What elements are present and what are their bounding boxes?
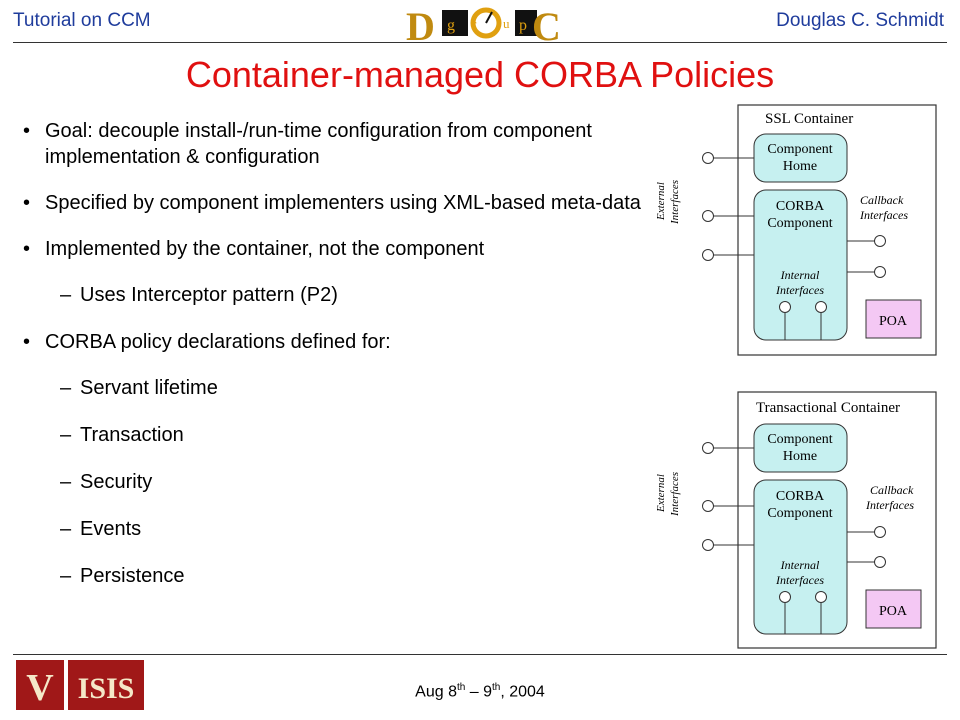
bullet-item: •Specified by component implementers usi… [23,192,641,214]
sub-bullet-text: Uses Interceptor pattern (P2) [80,284,338,306]
external-port [702,442,714,454]
sub-bullet-item: –Persistence [60,565,185,587]
container-title: Transactional Container [756,400,900,416]
callback-interfaces-label: Callback [870,483,914,497]
svg-text:Interfaces: Interfaces [775,283,824,297]
svg-text:POA: POA [879,314,908,329]
svg-text:Interfaces: Interfaces [865,498,914,512]
svg-text:External: External [655,182,667,221]
internal-port [779,301,791,313]
poa-box [865,299,922,339]
footer-rule [13,654,947,655]
svg-text:POA: POA [879,604,908,619]
svg-text:Component: Component [767,142,832,157]
external-port [702,539,714,551]
callback-port [874,266,886,278]
external-port [702,249,714,261]
svg-text:Component: Component [767,432,832,447]
sub-bullet-text: Servant lifetime [80,377,218,399]
svg-text:External: External [655,474,667,513]
bullet-item: •Implemented by the container, not the c… [23,238,485,260]
internal-port [815,301,827,313]
component-home-box [753,423,848,473]
external-port [702,152,714,164]
logo-letter-g: g [447,17,455,34]
logo-letter-c: C [532,4,560,46]
external-port [702,500,714,512]
sub-bullet-item: –Uses Interceptor pattern (P2) [60,284,338,306]
vanderbilt-isis-logo: V ISIS [16,660,144,710]
sub-bullet-item: –Transaction [60,424,184,446]
logo-v: V [26,667,54,709]
header-rule [13,42,947,43]
external-interfaces-label: External Interfaces [655,180,681,225]
header-course-title: Tutorial on CCM [13,10,151,31]
svg-text:Home: Home [783,449,817,464]
bullet-text: Goal: decouple install-/run-time configu… [45,120,592,168]
sub-bullet-item: –Servant lifetime [60,377,218,399]
logo-isis: ISIS [78,672,135,705]
ssl-container-diagram: SSL Container External Interfaces Compon… [655,104,937,356]
sub-bullet-text: Security [80,471,153,493]
logo-letter-d: D [406,4,435,46]
svg-text:Component: Component [767,506,832,521]
sub-bullet-text: Persistence [80,565,185,587]
sub-bullet-text: Transaction [80,424,184,446]
poa-box [865,589,922,629]
sub-bullet-item: –Security [60,471,153,493]
sub-bullet-item: –Events [60,518,142,540]
bullet-text: Implemented by the container, not the co… [45,238,485,260]
logo-letter-u: u [503,16,510,31]
slide-title: Container-managed CORBA Policies [185,54,775,95]
bullet-text: Specified by component implementers usin… [45,192,641,214]
svg-text:Interfaces: Interfaces [775,573,824,587]
svg-text:Interfaces: Interfaces [859,208,908,222]
svg-text:Internal: Internal [780,268,820,282]
callback-port [874,526,886,538]
svg-text:Internal: Internal [780,558,820,572]
footer-date: Aug 8th – 9th, 2004 [415,682,545,701]
svg-text:CORBA: CORBA [776,199,825,214]
bullet-list: •Goal: decouple install-/run-time config… [20,118,645,610]
external-port [702,210,714,222]
callback-port [874,556,886,568]
bullet-text: CORBA policy declarations defined for: [45,331,391,353]
logo-letter-p: p [519,17,527,34]
bullet-item: •Goal: decouple install-/run-time config… [23,120,592,168]
header-author: Douglas C. Schmidt [776,10,944,31]
svg-text:Home: Home [783,159,817,174]
component-home-box [753,133,848,183]
callback-port [874,235,886,247]
internal-port [779,591,791,603]
doc-group-logo: D g r u p C [406,4,560,46]
svg-text:Component: Component [767,216,832,231]
svg-text:Interfaces: Interfaces [669,472,681,517]
external-interfaces-label: External Interfaces [655,472,681,517]
sub-bullet-text: Events [80,518,142,540]
internal-port [815,591,827,603]
container-title: SSL Container [765,111,853,127]
svg-text:Interfaces: Interfaces [669,180,681,225]
transactional-container-diagram: Transactional Container External Interfa… [655,391,937,649]
svg-text:CORBA: CORBA [776,489,825,504]
bullet-item: •CORBA policy declarations defined for: [23,331,391,353]
callback-interfaces-label: Callback [860,193,904,207]
